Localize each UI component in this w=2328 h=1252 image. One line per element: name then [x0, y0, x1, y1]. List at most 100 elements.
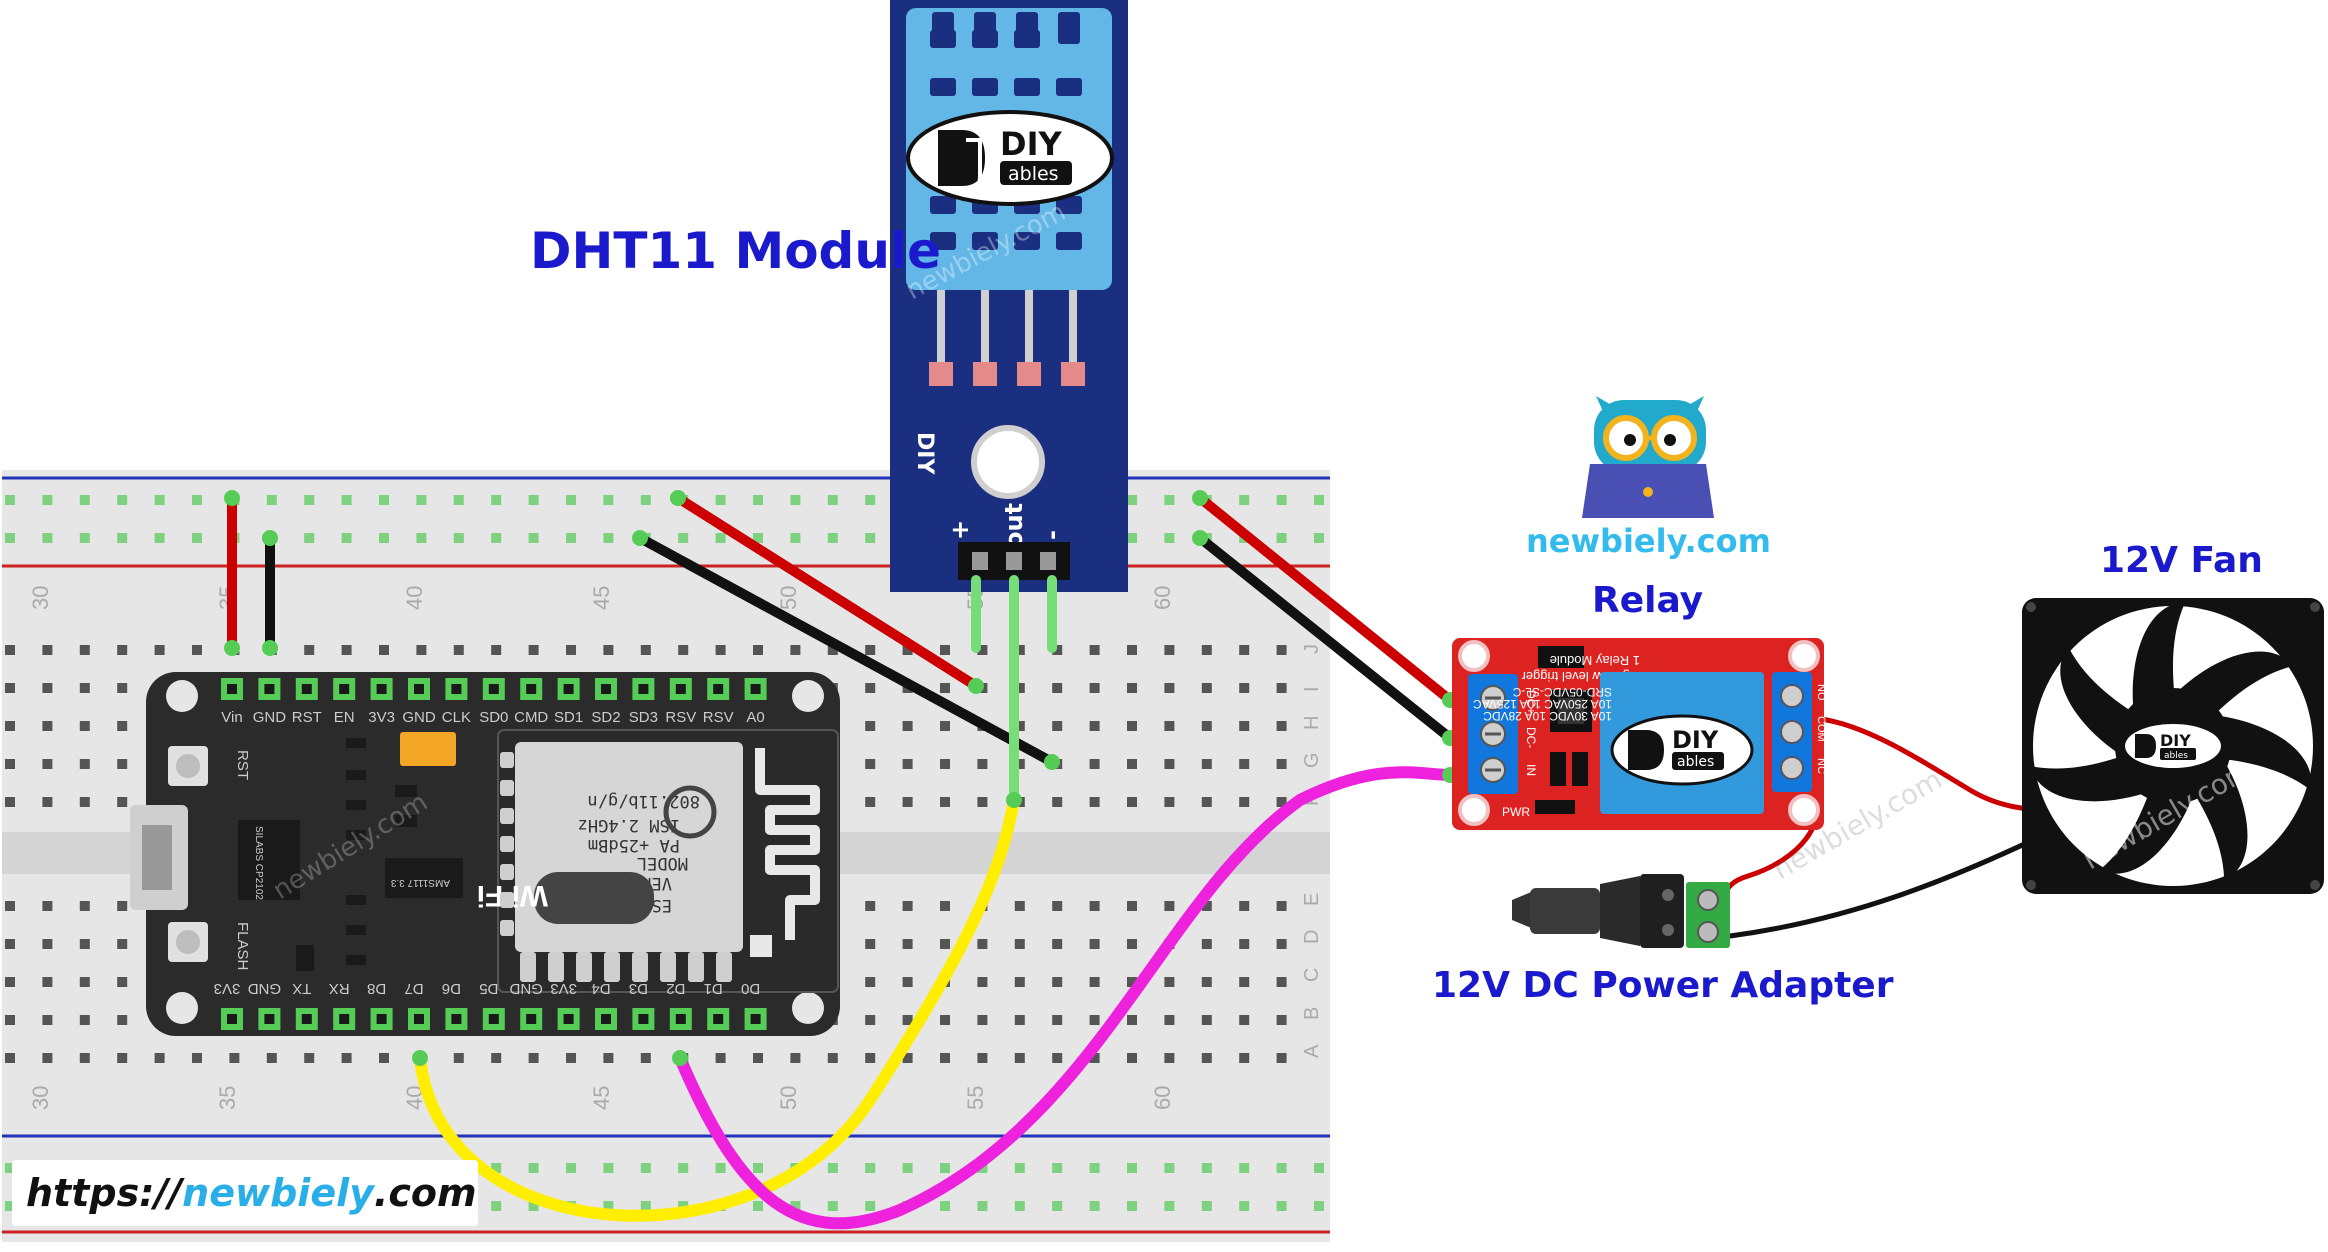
rail-hole: [491, 1163, 502, 1173]
rail-hole: [1127, 1163, 1137, 1173]
esp-module-pad: [500, 752, 514, 768]
esp-module-pad: [548, 952, 564, 982]
rail-hole: [940, 1163, 950, 1173]
breadboard-hole: [1164, 759, 1175, 769]
breadboard-hole: [902, 1053, 913, 1063]
esp-bottom-pin-label: D5: [479, 980, 498, 997]
breadboard-hole: [1052, 645, 1063, 655]
esp-bottom-pin-label: 3V3: [214, 980, 241, 997]
breadboard-hole: [1014, 977, 1025, 987]
col-label-bottom-60: 60: [1150, 1086, 1175, 1110]
rail-hole: [1164, 533, 1175, 543]
url-prefix: https://: [26, 1171, 183, 1215]
rail-hole: [753, 495, 763, 505]
breadboard-hole: [566, 645, 576, 655]
breadboard-hole: [266, 1053, 277, 1063]
breadboard-hole: [1014, 901, 1025, 911]
breadboard-hole: [865, 939, 876, 949]
breadboard-hole: [566, 1053, 576, 1063]
wire-magenta-signal: [674, 766, 1456, 1230]
breadboard-hole: [1164, 683, 1175, 693]
breadboard-hole: [1052, 1053, 1063, 1063]
breadboard-hole: [79, 977, 90, 987]
relay-logo-diy: DIY: [1672, 726, 1719, 754]
relay-pwr-label: PWR: [1502, 805, 1530, 819]
col-label-bottom-45: 45: [589, 1086, 614, 1110]
breadboard-hole: [940, 645, 950, 655]
rail-hole: [1164, 1201, 1175, 1211]
flash-button-label: FLASH: [234, 922, 251, 970]
breadboard-hole: [5, 977, 15, 987]
rail-hole: [1276, 1201, 1287, 1211]
esp-top-pin-label: A0: [746, 709, 764, 726]
breadboard-hole: [117, 721, 128, 731]
breadboard-hole: [1276, 721, 1287, 731]
rail-hole: [566, 495, 576, 505]
breadboard-hole: [1052, 939, 1063, 949]
dht-grille-slot: [1056, 78, 1082, 96]
rail-hole: [491, 1201, 502, 1211]
esp-bottom-pin-label: D2: [666, 980, 685, 997]
dht-pin-label-plus: +: [946, 520, 974, 540]
esp-module-text-pa: PA +25dBm: [588, 835, 680, 855]
breadboard-hole: [902, 939, 913, 949]
breadboard-hole: [977, 939, 988, 949]
rail-hole: [491, 533, 502, 543]
col-label-top-60: 60: [1150, 586, 1175, 610]
newbiely-mascot: [1582, 396, 1714, 518]
breadboard-hole: [1052, 721, 1063, 731]
breadboard-hole: [5, 1015, 15, 1025]
rail-hole: [416, 495, 427, 505]
esp-module-pad: [500, 920, 514, 936]
breadboard-hole: [1089, 939, 1100, 949]
dht-grille-slot: [974, 12, 996, 44]
esp-bottom-pin-label: D0: [741, 980, 760, 997]
pcb-antenna: [755, 748, 820, 940]
breadboard-hole: [79, 683, 90, 693]
site-label: newbiely.com: [1526, 522, 1771, 560]
breadboard-hole: [977, 1015, 988, 1025]
breadboard-hole: [865, 797, 876, 807]
breadboard-hole: [1052, 901, 1063, 911]
relay-pin-no: NO: [1815, 684, 1827, 701]
wire-black-adapter-to-fan: [1727, 829, 2053, 939]
rail-hole: [491, 495, 502, 505]
breadboard-hole: [902, 1015, 913, 1025]
url-suffix: .com: [373, 1171, 477, 1215]
rail-hole: [304, 533, 315, 543]
rail-hole: [827, 1201, 838, 1211]
fan-logo-ables: ables: [2164, 751, 2188, 761]
rail-hole: [678, 1201, 689, 1211]
breadboard-hole: [1164, 797, 1175, 807]
breadboard-hole: [1276, 939, 1287, 949]
rail-hole: [827, 1163, 838, 1173]
breadboard-hole: [117, 683, 128, 693]
breadboard-hole: [79, 797, 90, 807]
esp-bottom-pin-label: RX: [329, 980, 350, 997]
breadboard-hole: [902, 721, 913, 731]
row-label-c: C: [1301, 968, 1323, 982]
dht-grille-slot: [972, 78, 998, 96]
breadboard-hole: [304, 1053, 315, 1063]
dht-grille-slot: [930, 196, 956, 214]
rail-hole: [528, 495, 539, 505]
breadboard-hole: [79, 1015, 90, 1025]
dht-grille-slot: [930, 232, 956, 250]
rail-hole: [603, 495, 614, 505]
breadboard-hole: [1164, 977, 1175, 987]
url-name: newbiely: [182, 1171, 374, 1215]
esp8266-board: RST FLASH SILABS CP2102 AMS1117 3.3 MODE…: [130, 672, 840, 1036]
relay-jumper: [1538, 646, 1584, 668]
rail-hole: [753, 533, 763, 543]
breadboard-hole: [753, 1053, 763, 1063]
website-url[interactable]: https://newbiely.com: [12, 1160, 478, 1226]
rail-hole: [379, 495, 389, 505]
breadboard-hole: [1089, 977, 1100, 987]
rail-hole: [1127, 495, 1137, 505]
esp-module-pad: [500, 836, 514, 852]
rail-hole: [715, 1163, 726, 1173]
breadboard-hole: [790, 1053, 801, 1063]
usb-serial-chip-label: SILABS CP2102: [253, 826, 264, 900]
relay-logo-ables: ables: [1677, 754, 1714, 770]
breadboard-hole: [640, 1053, 651, 1063]
